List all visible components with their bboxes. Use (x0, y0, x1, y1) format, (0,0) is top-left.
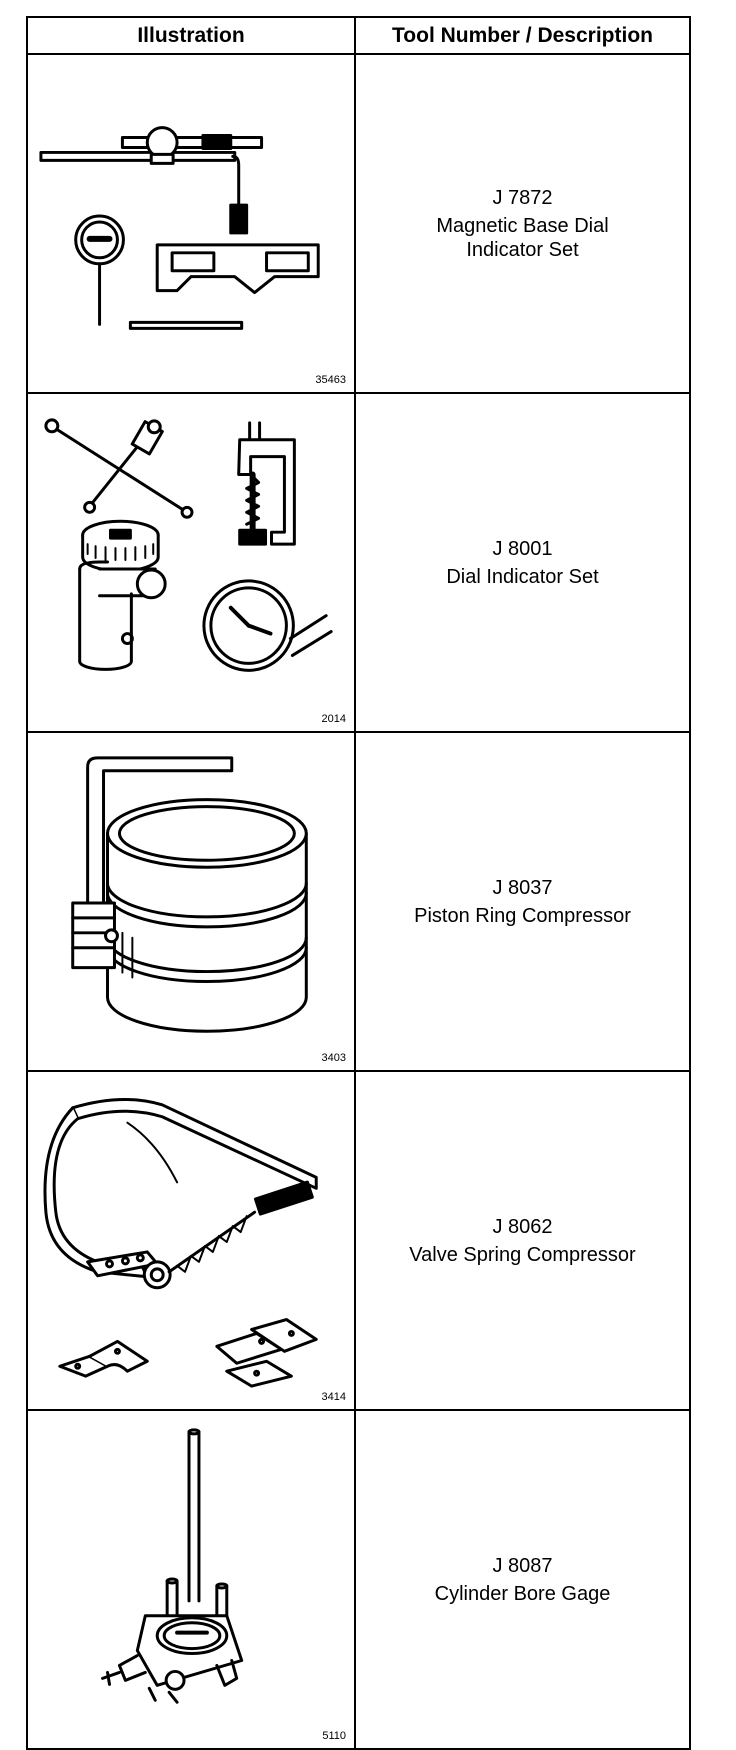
illustration-cell: 3414 (26, 1070, 356, 1411)
tool-description: Piston Ring Compressor (414, 904, 631, 927)
tool-number: J 8062 (492, 1215, 553, 1238)
tool-number: J 8087 (492, 1554, 553, 1577)
header-row: Illustration Tool Number / Description (26, 16, 691, 55)
table-row: 3414 J 8062 Valve Spring Compressor (26, 1070, 691, 1411)
table-row: 3403 J 8037 Piston Ring Compressor (26, 731, 691, 1072)
piston-ring-compressor-icon (71, 756, 308, 1033)
illustration-cell: 3403 (26, 731, 356, 1072)
description-cell: J 8037 Piston Ring Compressor (354, 731, 691, 1072)
magnetic-base-dial-indicator-icon (39, 126, 320, 330)
dial-indicator-set-icon (44, 418, 333, 672)
tool-description: Cylinder Bore Gage (434, 1582, 611, 1605)
figure-number: 3414 (321, 1391, 346, 1403)
illustration-cell: 35463 (26, 53, 356, 394)
valve-spring-compressor-icon (43, 1098, 318, 1388)
figure-number: 2014 (321, 713, 346, 725)
figure-number: 3403 (321, 1052, 346, 1064)
tool-number: J 8001 (492, 537, 553, 560)
table-row: 5110 J 8087 Cylinder Bore Gage (26, 1409, 691, 1750)
illustration-header: Illustration (26, 16, 356, 55)
description-cell: J 8001 Dial Indicator Set (354, 392, 691, 733)
table-row: 2014 J 8001 Dial Indicator Set (26, 392, 691, 733)
description-cell: J 8062 Valve Spring Compressor (354, 1070, 691, 1411)
cylinder-bore-gage-icon (101, 1428, 244, 1704)
tool-number: J 7872 (492, 186, 553, 209)
description-cell: J 7872 Magnetic Base Dial Indicator Set (354, 53, 691, 394)
tool-description: Dial Indicator Set (446, 565, 599, 588)
tool-description: Valve Spring Compressor (409, 1243, 636, 1266)
illustration-cell: 2014 (26, 392, 356, 733)
figure-number: 5110 (322, 1730, 346, 1742)
figure-number: 35463 (315, 374, 346, 386)
description-header: Tool Number / Description (354, 16, 691, 55)
tool-table: Illustration Tool Number / Description (26, 16, 691, 1750)
tool-description: Magnetic Base Dial Indicator Set (436, 214, 609, 261)
description-cell: J 8087 Cylinder Bore Gage (354, 1409, 691, 1750)
tool-number: J 8037 (492, 876, 553, 899)
table-row: 35463 J 7872 Magnetic Base Dial Indicato… (26, 53, 691, 394)
illustration-cell: 5110 (26, 1409, 356, 1750)
